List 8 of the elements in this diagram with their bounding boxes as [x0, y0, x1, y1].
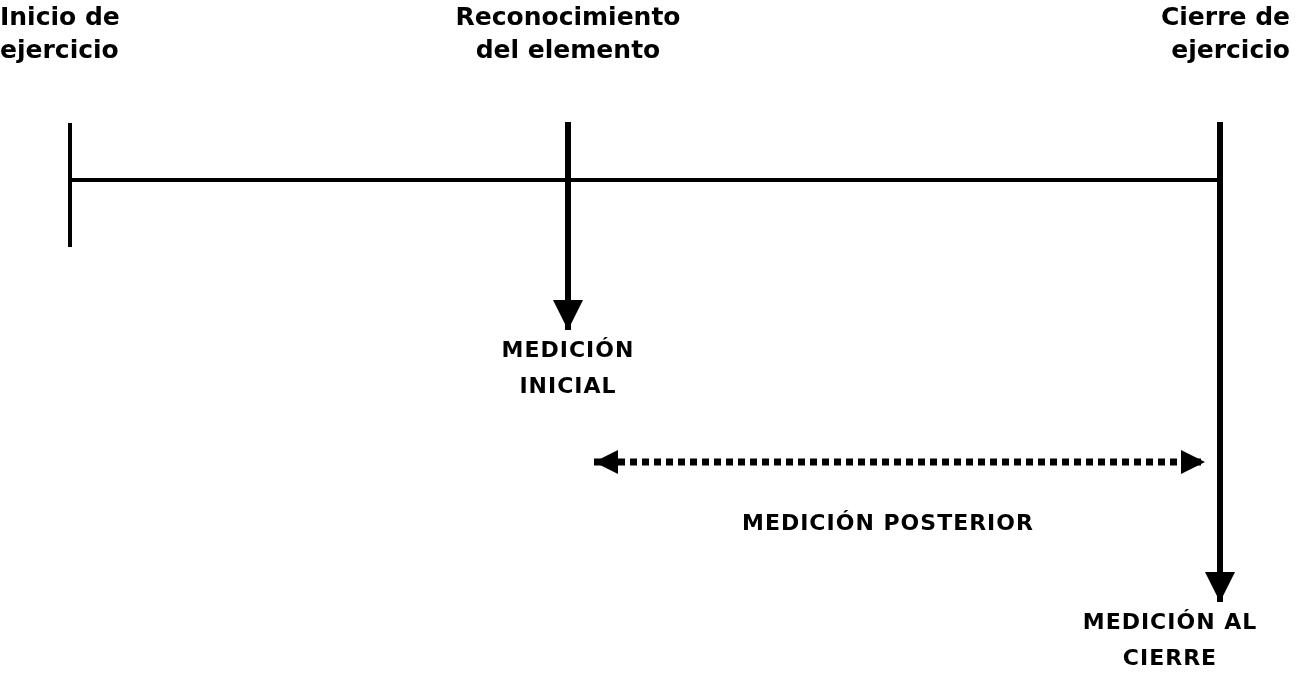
arrow: [1205, 122, 1235, 602]
measurement-label: MEDICIÓN AL CIERRE: [1081, 608, 1259, 672]
arrow: [553, 122, 583, 330]
span-label: MEDICIÓN POSTERIOR: [742, 510, 1034, 535]
timeline-label: Inicio de ejercicio: [0, 1, 121, 66]
timeline-label: Reconocimiento del elemento: [454, 1, 682, 66]
measurement-label: MEDICIÓN INICIAL: [500, 336, 636, 400]
timeline-label: Cierre de ejercicio: [1159, 1, 1290, 66]
